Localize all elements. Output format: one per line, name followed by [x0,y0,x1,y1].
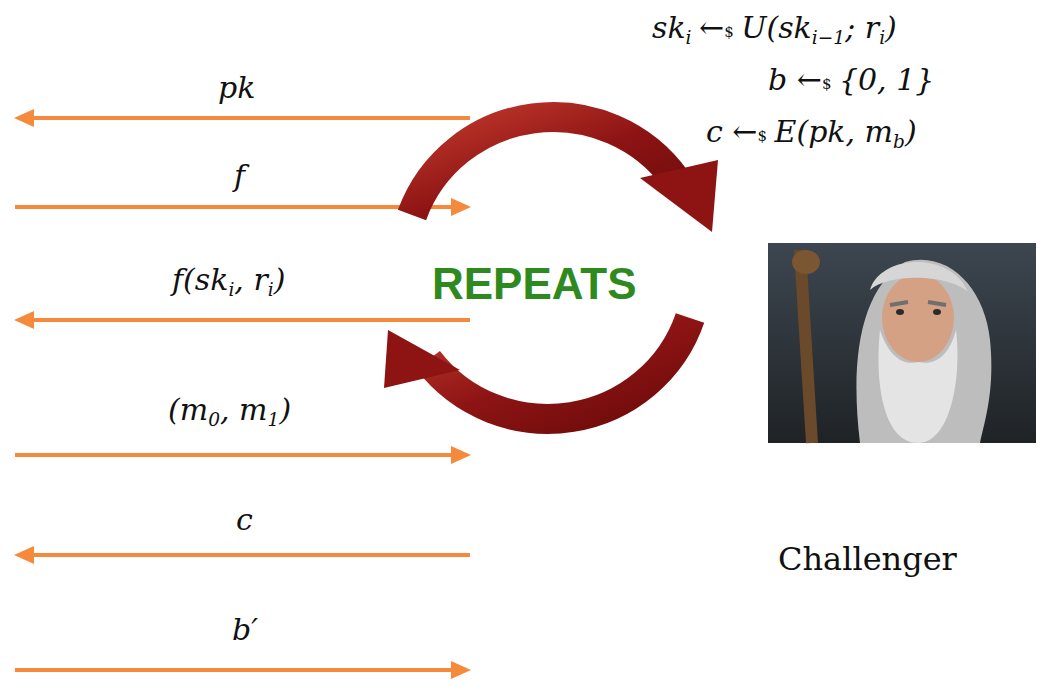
formula-text: ← [699,10,724,45]
message-label: pk [218,70,255,106]
subscript-text: 1 [268,409,280,430]
formula-text: pk [218,70,255,105]
arrow-head [451,661,471,679]
message-arrow [15,205,455,209]
message-label: c [236,502,253,538]
formula-text: b ← [768,62,822,97]
formula-text: , m [220,392,268,427]
formula-text: b′ [232,612,258,647]
formula-text: , r [234,262,267,297]
formula-text: c ← [706,114,757,149]
formula-text: E(pk, m [775,114,894,149]
formula-text: ) [279,392,291,427]
subscript-text: i [228,279,234,300]
formula-text: ; r [845,10,879,45]
message-label: b′ [232,612,258,648]
arrow-head [14,109,34,127]
arrow-head [14,311,34,329]
subscript-text: i [879,27,885,48]
formula-text: $ [724,23,734,41]
message-label: (m0, m1) [168,392,291,431]
message-label: f [234,158,245,194]
message-label: f(ski, ri) [172,262,285,301]
formula-text: U(sk [741,10,812,45]
formula-text: ) [905,114,917,149]
formula-text: (m [168,392,208,427]
repeat-cycle [384,117,718,419]
message-arrows [14,109,471,679]
formula-text: {0, 1} [839,62,934,97]
arrow-head [451,446,471,464]
formula-text: ) [885,10,897,45]
message-arrow [30,116,470,120]
formula-text: c [236,502,253,537]
cycle-arc [428,318,690,419]
cycle-arrow-head [384,330,460,388]
formula-text: sk [652,10,686,45]
role-label: Challenger [778,540,957,578]
formula-text: $ [822,75,832,93]
arrow-head [451,198,471,216]
subscript-text: b [893,131,905,152]
cycle-arc [412,117,676,215]
formula-text: Challenger [778,540,957,578]
formula-text: ) [274,262,286,297]
message-arrow [30,553,470,557]
message-arrow [15,668,455,672]
encrypt-formula: c ←$ E(pk, mb) [706,114,917,153]
formula-text: $ [757,127,767,145]
wizard-portrait [768,243,1036,443]
message-arrow [15,453,455,457]
update-formula: ski←$U(ski−1; ri) [652,10,897,49]
subscript-text: 0 [208,409,220,430]
subscript-text: i−1 [812,27,845,48]
cycle-arrow-head [640,160,718,232]
subscript-text: i [268,279,274,300]
formula-text: REPEATS [432,259,637,308]
formula-text: f [234,158,245,193]
bit-formula: b ←$ {0, 1} [768,62,934,98]
arrow-head [14,546,34,564]
message-arrow [30,318,470,322]
subscript-text: i [686,27,692,48]
formula-text: f(sk [172,262,228,297]
repeat-label: REPEATS [432,258,637,311]
